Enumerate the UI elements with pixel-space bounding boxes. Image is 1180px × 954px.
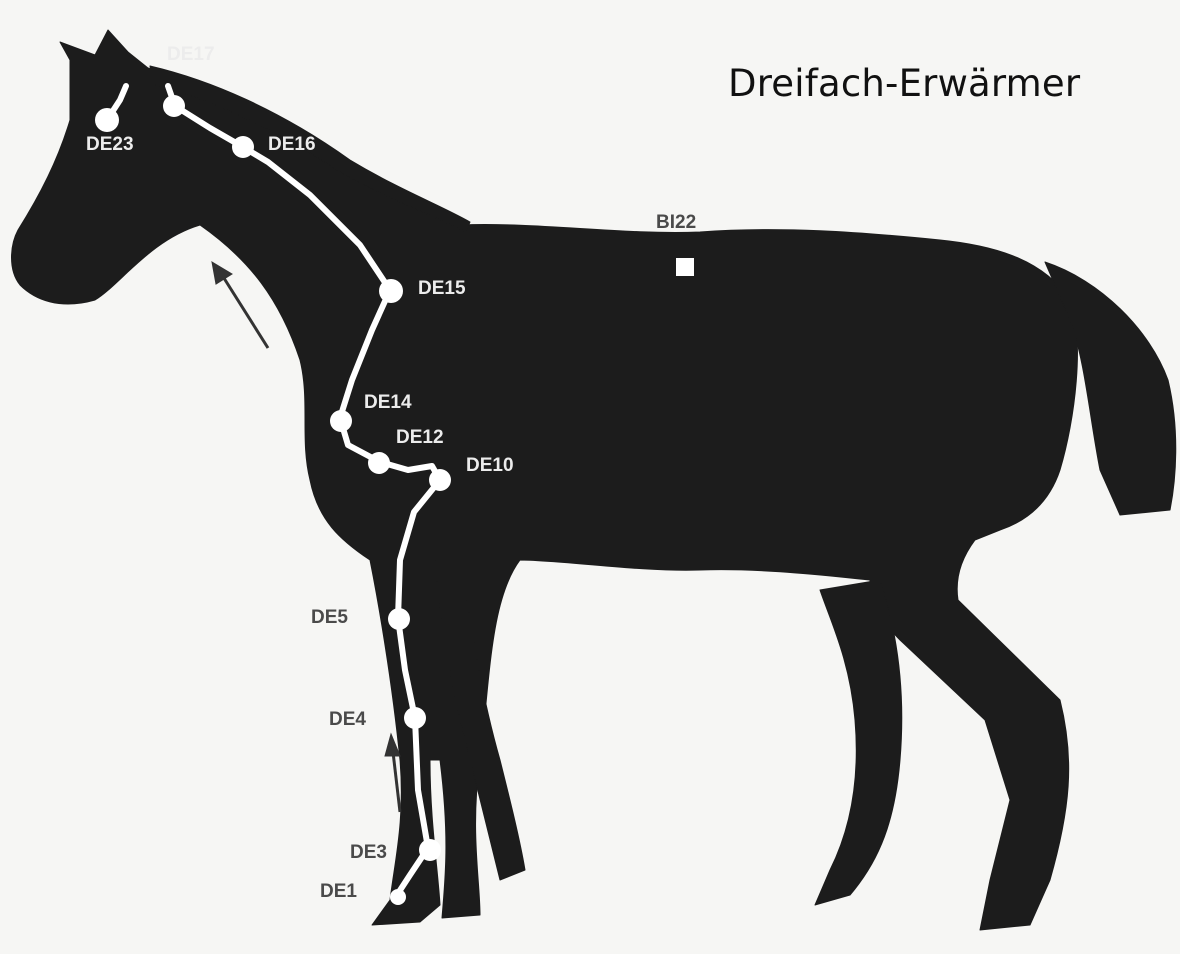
horse-hind-leg	[815, 580, 902, 905]
point-de15	[379, 279, 403, 303]
point-de23	[95, 108, 119, 132]
label-de14: DE14	[364, 392, 412, 414]
point-de5	[388, 608, 410, 630]
label-bl22: BI22	[656, 212, 696, 234]
label-de4: DE4	[329, 709, 366, 731]
point-de12	[368, 452, 390, 474]
label-de12: DE12	[396, 427, 444, 449]
point-de3	[419, 839, 441, 861]
arrow-neck-line	[222, 275, 268, 348]
label-de1: DE1	[320, 881, 357, 903]
point-de14	[330, 410, 352, 432]
label-de17: DE17	[167, 44, 215, 66]
label-de16: DE16	[268, 134, 316, 156]
arrow-leg-line	[393, 752, 400, 812]
point-bl22-marker	[676, 258, 694, 276]
diagram-title: Dreifach-Erwärmer	[728, 62, 1080, 105]
horse-body	[12, 30, 1078, 930]
label-de5: DE5	[311, 607, 348, 629]
point-de1	[390, 889, 406, 905]
label-de3: DE3	[350, 842, 387, 864]
horse-silhouette	[12, 30, 1176, 930]
label-de15: DE15	[418, 278, 466, 300]
point-de16	[232, 136, 254, 158]
point-de10	[429, 469, 451, 491]
label-de23: DE23	[86, 134, 134, 156]
label-de10: DE10	[466, 455, 514, 477]
point-de17	[163, 95, 185, 117]
arrow-neck-head	[212, 262, 232, 284]
point-de4	[404, 707, 426, 729]
